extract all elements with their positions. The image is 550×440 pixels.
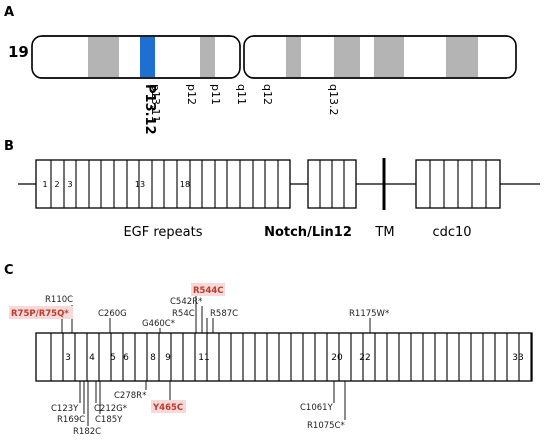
exon-number-8: 8: [150, 353, 156, 363]
band-label-p13-12: P13.12: [142, 84, 157, 135]
mutation-label-r1175w: R1175W*: [349, 309, 389, 319]
mutation-label-c1061y: C1061Y: [300, 403, 334, 413]
mutation-label-c185y: C185Y: [95, 415, 123, 425]
mutation-label-r110c: R110C: [45, 295, 73, 305]
mutation-label-r75p-r75q: R75P/R75Q*: [11, 309, 69, 319]
mutation-label-r1075c: R1075C*: [307, 421, 345, 431]
mutation-label-r182c: R182C: [73, 427, 101, 437]
mutation-label-c260g: C260G: [98, 309, 127, 319]
mutation-label-r544c: R544C: [193, 286, 224, 296]
band-gray: [286, 37, 301, 77]
mutation-label-c123y: C123Y: [51, 404, 79, 414]
notch-lin12-block: [307, 159, 357, 209]
exon-number-3: 3: [65, 353, 71, 363]
repeat-number-2: 2: [54, 180, 59, 189]
band-gray: [200, 37, 215, 77]
notch-lin12-label: Notch/Lin12: [264, 225, 352, 240]
band-gray: [446, 37, 478, 77]
band-gray: [374, 37, 404, 77]
mutation-label-y465c: Y465C: [152, 403, 183, 413]
repeat-number-13: 13: [135, 180, 145, 189]
repeat-number-1: 1: [42, 180, 47, 189]
band-gray: [88, 37, 119, 77]
mutation-highlight-bg: [151, 400, 186, 413]
mutation-highlight-bg: [191, 283, 225, 296]
band-p13-12-highlight: [140, 37, 155, 77]
band-label-q13-2: q13.2: [327, 84, 340, 115]
band-label-q11: q11: [235, 84, 248, 105]
exon-block: 3 4 5 6 8 9 11 20 22 33: [35, 332, 533, 382]
mutation-label-r587c: R587C: [210, 309, 238, 319]
mutation-label-c278r: C278R*: [114, 391, 146, 401]
exon-number-4: 4: [89, 353, 95, 363]
panel-b-letter: B: [4, 139, 14, 154]
band-label-p11: p11: [209, 84, 222, 105]
chromosome-p-arm: [31, 35, 241, 79]
tm-label: TM: [374, 225, 394, 240]
chromosome-number: 19: [8, 43, 29, 61]
band-label-q12: q12: [261, 84, 274, 105]
cdc10-label: cdc10: [432, 225, 471, 240]
band-gray: [334, 37, 360, 77]
exon-number-9: 9: [165, 353, 171, 363]
mutation-label-c212g: C212G*: [94, 404, 127, 414]
exon-number-6: 6: [123, 353, 129, 363]
mutation-label-g460c: G460C*: [142, 319, 175, 329]
panel-c: C 3 4 5 6 8 9 11 20 22 33: [4, 263, 533, 437]
cdc10-block: [415, 159, 501, 209]
exon-number-11: 11: [198, 353, 209, 363]
repeat-number-18: 18: [180, 180, 190, 189]
mutation-label-r54c: R54C: [172, 309, 195, 319]
panel-c-letter: C: [4, 263, 14, 278]
band-label-p13-11: p13.11: [149, 84, 162, 122]
band-label-p12: p12: [185, 84, 198, 105]
mutation-highlight-bg: [9, 306, 73, 319]
exon-number-22: 22: [359, 353, 370, 363]
egf-repeats-block: 1 2 3 13 18: [35, 159, 291, 209]
panel-a-letter: A: [4, 5, 14, 20]
panel-a: A 19 P13.12 p13.11 p12 p11 q11 q12 q13.2: [4, 5, 517, 135]
mutation-label-c542r: C542R*: [170, 297, 202, 307]
exon-number-20: 20: [331, 353, 343, 363]
panel-b: B 1 2 3 13 18: [4, 139, 540, 240]
exon-number-5: 5: [110, 353, 116, 363]
chromosome-q-arm: [243, 35, 517, 79]
repeat-number-3: 3: [67, 180, 72, 189]
egf-repeats-label: EGF repeats: [123, 225, 202, 240]
mutation-label-r169c: R169C: [57, 415, 85, 425]
exon-number-33: 33: [512, 353, 523, 363]
